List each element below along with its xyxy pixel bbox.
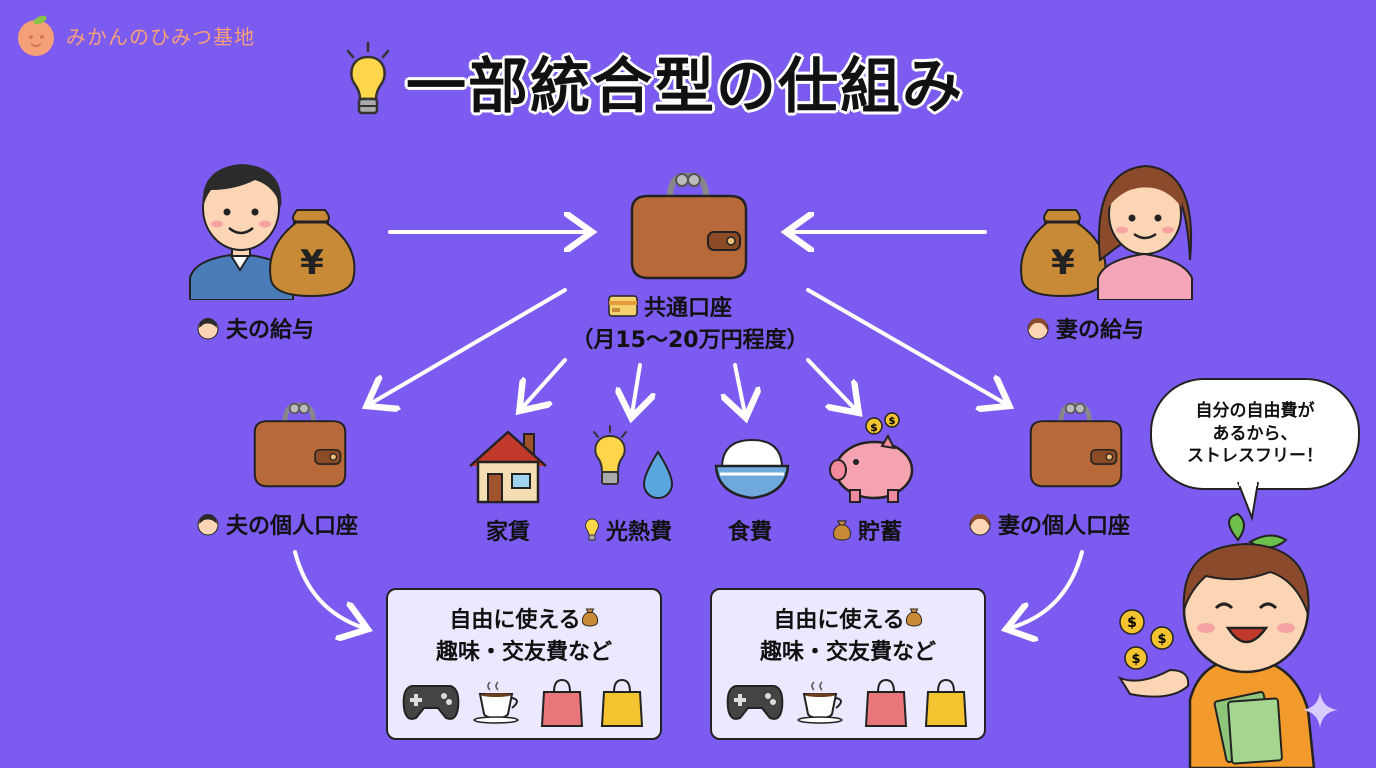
title-area: 一部統合型の仕組み [340,38,964,125]
coffee-cup-icon [473,681,519,724]
common-account-amount-text: （月15～20万円程度） [571,328,809,353]
shopping-bag-icon [864,678,908,727]
free-spending-icons [712,678,984,728]
husband-face-icon [197,514,219,536]
page-title: 一部統合型の仕組み [406,52,964,122]
arrow-common-to-rent [522,358,567,408]
game-controller-icon [726,685,784,720]
lightbulb-icon [585,518,599,541]
coffee-cup-icon [797,681,843,724]
speech-line2: あるから、 [1212,423,1298,444]
money-bag-icon [833,520,851,541]
husband-face-icon [197,318,219,340]
common-account-label: 共通口座 [608,290,732,322]
svg-text:¥: ¥ [300,243,324,283]
expense-savings-label: 貯蓄 [857,520,902,545]
shopping-bag-icon [540,678,584,727]
money-bag-icon [581,608,598,627]
speech-line1: 自分の自由費が [1195,400,1315,421]
money-bag-icon: ¥ [1020,209,1107,298]
expense-utilities-label: 光熱費 [605,520,672,545]
wife-account-text: 妻の個人口座 [998,514,1131,539]
speech-bubble-tail [1237,482,1259,522]
sparkle-icon [1302,692,1338,728]
expense-food: 食費 [700,514,800,546]
orange-icon [18,15,54,56]
husband-salary-text: 夫の給与 [226,318,315,343]
speech-line3: ストレスフリー！ [1187,446,1323,467]
wife-salary-label: 妻の給与 [1026,312,1144,344]
husband-account-label: 夫の個人口座 [196,508,358,540]
money-bag-icon: ¥ [269,209,356,298]
wife-wallet-icon [1029,402,1123,488]
wife-account-label: 妻の個人口座 [968,508,1130,540]
arrow-husband-account-to-free [293,550,364,628]
wife-illustration: ¥ [1020,164,1193,300]
credit-card-icon [608,295,638,317]
arrow-common-to-food [735,363,745,414]
expense-savings: 貯蓄 [812,514,922,546]
husband-wallet-icon [253,402,347,488]
husband-illustration: ¥ [189,164,356,300]
husband-account-text: 夫の個人口座 [226,514,359,539]
brand-logo: みかんのひみつ基地 [14,12,255,58]
expense-rent: 家賃 [458,514,558,546]
husband-free-spending-box: 自由に使える 趣味・交友費など [386,588,662,740]
wife-face-icon [1027,318,1049,340]
svg-text:$: $ [889,416,896,427]
wife-face-icon [969,514,991,536]
expense-rent-label: 家賃 [485,520,530,545]
free-spending-line2: 趣味・交友費など [435,640,612,665]
common-account-amount: （月15～20万円程度） [560,322,820,354]
arrow-common-to-wife-account [806,288,1006,404]
free-spending-line1: 自由に使える [712,602,984,634]
arrow-common-to-husband-account [370,288,567,404]
money-bag-icon [905,608,922,627]
wife-free-spending-box: 自由に使える 趣味・交友費など [710,588,986,740]
game-controller-icon [402,685,460,720]
common-wallet-icon [630,172,748,280]
free-spending-line1: 自由に使える [388,602,660,634]
svg-text:$: $ [1131,652,1140,667]
house-icon [469,430,547,504]
arrow-common-to-utilities [632,363,640,414]
svg-text:¥: ¥ [1051,243,1075,283]
svg-text:$: $ [1127,615,1137,631]
rice-bowl-icon [714,438,790,500]
lightbulb-icon [346,41,390,114]
svg-text:$: $ [870,421,878,434]
speech-bubble: 自分の自由費が あるから、 ストレスフリー！ [1150,378,1360,490]
banknote-icon [1213,691,1283,765]
shopping-bag-icon [600,678,644,727]
arrow-wife-account-to-free [1010,550,1084,628]
piggy-bank-icon: $ $ [829,412,914,503]
free-spending-icons [388,678,660,728]
arrow-common-to-savings [806,358,856,410]
wife-salary-text: 妻の給与 [1056,318,1145,343]
expense-food-label: 食費 [727,520,772,545]
free-spending-line2: 趣味・交友費など [759,640,936,665]
common-account-name: 共通口座 [644,296,733,321]
svg-text:$: $ [1157,632,1166,647]
husband-salary-label: 夫の給与 [196,312,314,344]
brand-name: みかんのひみつ基地 [66,24,255,49]
mascot-illustration: $ $ $ [1117,512,1316,768]
shopping-bag-icon [924,678,968,727]
coin-icon: $ $ $ [1119,609,1174,670]
lightbulb-water-icon [593,425,674,499]
expense-utilities: 光熱費 [566,514,690,546]
